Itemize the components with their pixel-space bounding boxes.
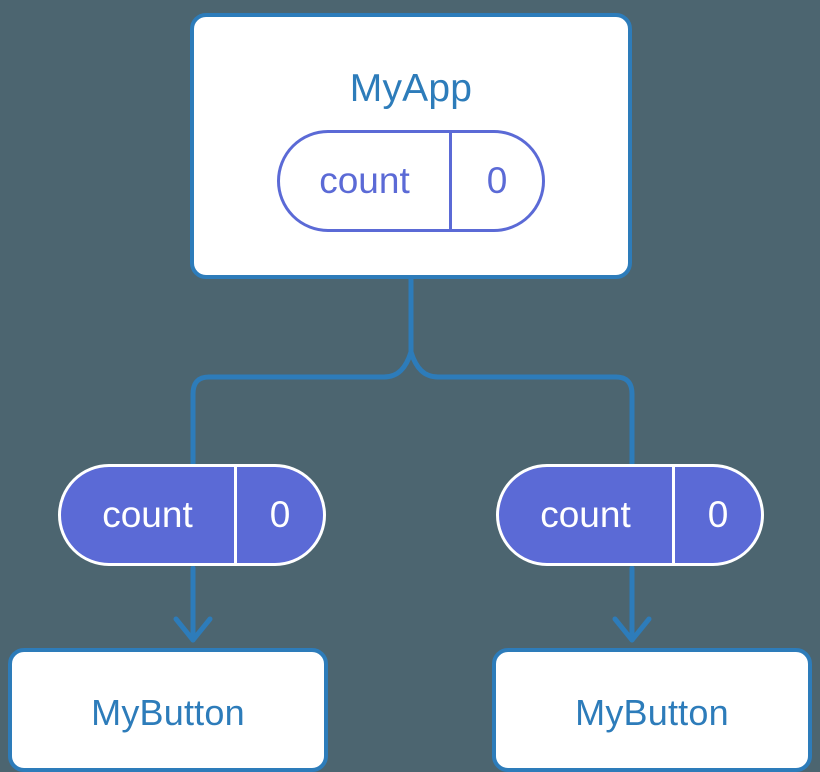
state-pill-root[interactable]: count 0: [277, 130, 545, 232]
state-pill-root-key: count: [280, 133, 452, 229]
prop-pill-left[interactable]: count 0: [58, 464, 326, 566]
component-title-mybutton-right: MyButton: [575, 692, 729, 733]
prop-pill-right-key: count: [499, 467, 675, 563]
connector-branch-left: [190, 349, 414, 469]
component-title-mybutton-left: MyButton: [91, 692, 245, 733]
prop-pill-left-value: 0: [269, 494, 291, 535]
state-pill-root-value: 0: [486, 160, 508, 201]
component-node-mybutton-left[interactable]: MyButton: [8, 648, 328, 772]
component-title-myapp: MyApp: [349, 67, 473, 110]
prop-pill-right-value: 0: [707, 494, 729, 535]
arrowhead-right: [612, 616, 652, 643]
arrowhead-left: [173, 616, 213, 643]
connector-branch-right: [408, 349, 635, 469]
component-node-mybutton-right[interactable]: MyButton: [492, 648, 812, 772]
prop-pill-right[interactable]: count 0: [496, 464, 764, 566]
prop-pill-left-key: count: [61, 467, 237, 563]
